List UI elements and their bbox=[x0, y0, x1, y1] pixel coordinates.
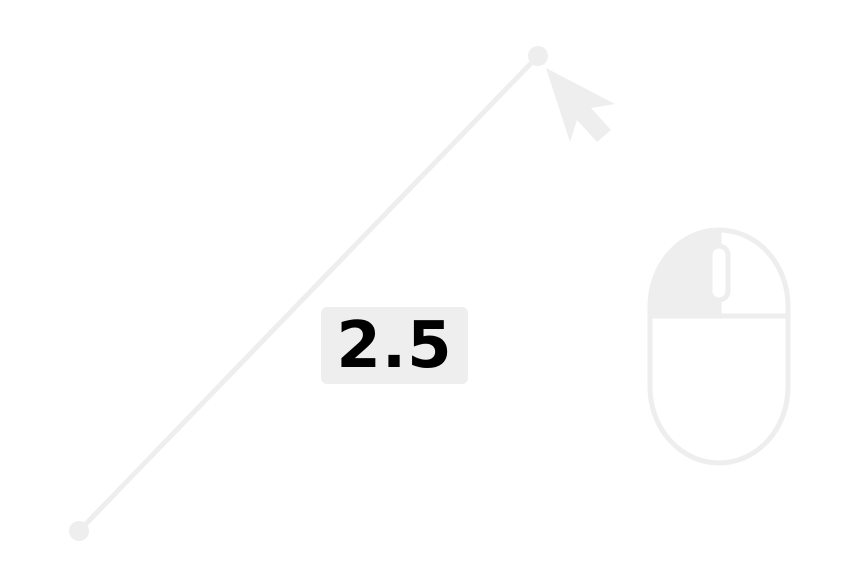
mouse-icon bbox=[647, 227, 791, 466]
drag-end-dot bbox=[528, 46, 548, 66]
mouse-body bbox=[647, 227, 791, 466]
scroll-amount-label: 2.5 bbox=[321, 307, 468, 384]
mouse-scroll-wheel bbox=[707, 243, 731, 303]
drag-start-dot bbox=[69, 521, 89, 541]
mouse-left-button bbox=[649, 230, 718, 316]
cursor-arrow-icon bbox=[546, 68, 615, 142]
drag-path-line bbox=[76, 53, 541, 534]
